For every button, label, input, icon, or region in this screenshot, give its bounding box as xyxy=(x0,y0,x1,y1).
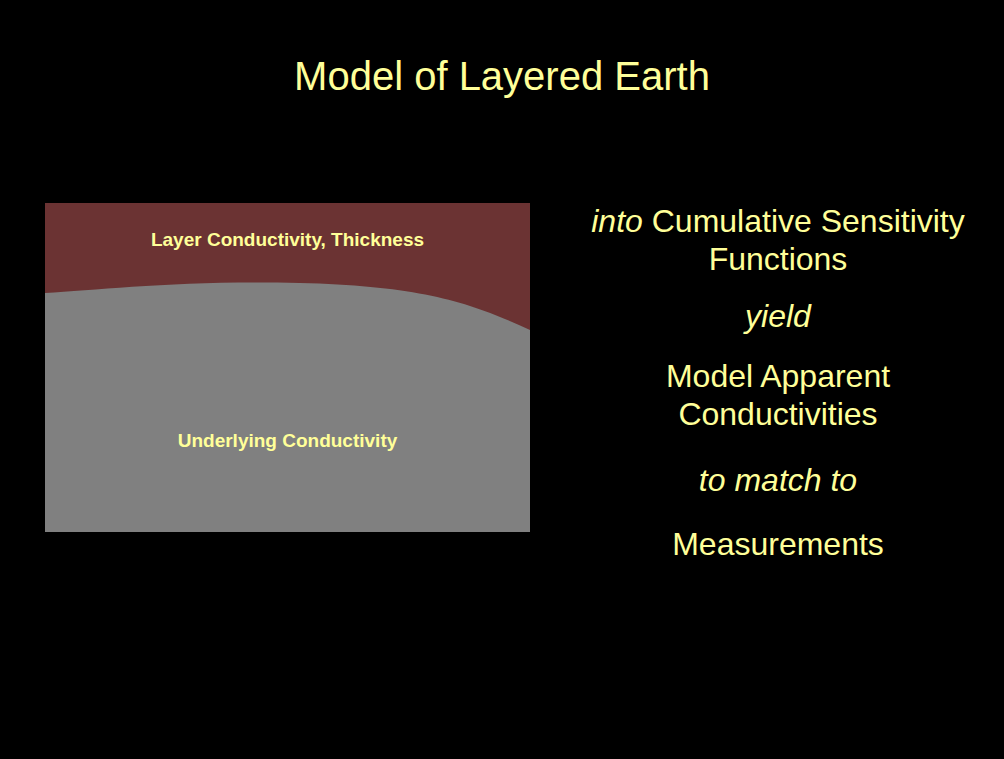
flow-line: Measurements xyxy=(578,525,978,563)
layer-band: Layer Conductivity, Thickness xyxy=(45,229,530,251)
connector-word: to match to xyxy=(699,462,857,498)
flow-line: into Cumulative Sensitivity Functions xyxy=(578,202,978,278)
slide-title: Model of Layered Earth xyxy=(0,54,1004,99)
connector-word: into xyxy=(591,203,643,239)
layer-label: Layer Conductivity, Thickness xyxy=(45,229,530,251)
layer-band: Underlying Conductivity xyxy=(45,430,530,452)
connector-word: yield xyxy=(745,298,811,334)
flow-line: to match to xyxy=(578,461,978,499)
step-text: Model Apparent Conductivities xyxy=(666,358,890,432)
underlying-layer xyxy=(45,203,530,532)
layer-label: Underlying Conductivity xyxy=(45,430,530,452)
top-layer xyxy=(45,203,530,330)
step-text: Measurements xyxy=(672,526,884,562)
step-text: Cumulative Sensitivity Functions xyxy=(652,203,965,277)
flow-line: yield xyxy=(578,297,978,335)
flow-line: Model Apparent Conductivities xyxy=(608,357,948,433)
